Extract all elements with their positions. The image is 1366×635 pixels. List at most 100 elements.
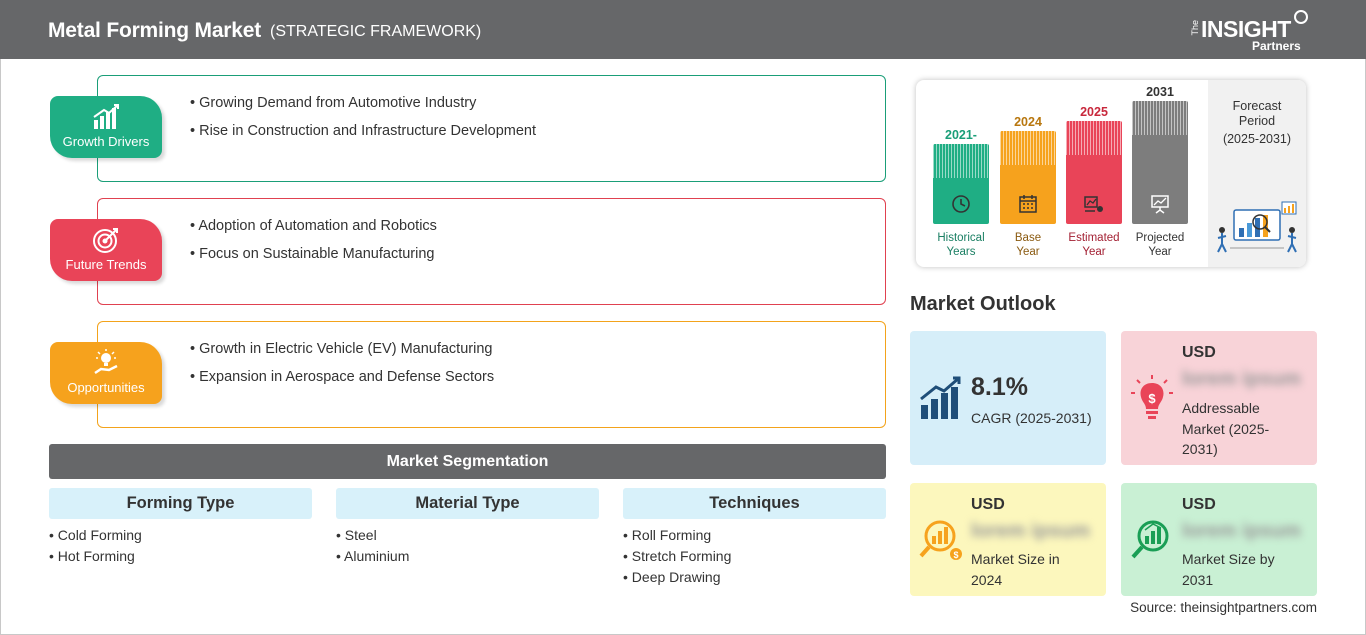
bar-stripes (1000, 131, 1056, 165)
forecast-title: Forecast Period (1208, 99, 1306, 129)
list-item: Expansion in Aerospace and Defense Secto… (190, 369, 494, 385)
list-item: Rise in Construction and Infrastructure … (190, 123, 536, 139)
lightbulb-hand-icon (94, 349, 118, 375)
growth-drivers-card: Growing Demand from Automotive Industry … (97, 75, 886, 182)
header-bar: Metal Forming Market (STRATEGIC FRAMEWOR… (0, 0, 1366, 59)
calendar-icon (1019, 195, 1037, 213)
timeline-historical: 2021-2023 Historical Years (933, 80, 989, 267)
desc-line: Market Size in (971, 551, 1060, 567)
timeline-estimated: 2025 Estimated Year (1066, 80, 1122, 267)
badge-label: Growth Drivers (62, 134, 150, 149)
list-item: Adoption of Automation and Robotics (190, 218, 437, 234)
page-subtitle: (STRATEGIC FRAMEWORK) (270, 23, 482, 40)
badge-label: Opportunities (67, 380, 145, 395)
label-line: Year (1148, 246, 1172, 258)
label-line: Years (946, 246, 976, 258)
bar-stripes (1066, 121, 1122, 155)
estimate-chart-icon (1084, 196, 1103, 212)
growth-drivers-badge: Growth Drivers (50, 96, 162, 158)
growth-chart-icon (93, 104, 119, 129)
timeline-panel: 2021-2023 Historical Years 2024 Base Yea… (916, 80, 1306, 267)
insight-partners-logo: The INSIGHT Partners (1190, 10, 1310, 54)
label-line: Year (1082, 246, 1106, 258)
logo-partners: Partners (1252, 39, 1301, 53)
segmentation-title: Market Segmentation (49, 444, 886, 479)
lightbulb-dollar-icon: $ (1131, 375, 1173, 419)
desc-line: Addressable (1182, 400, 1260, 416)
segment-list: Roll Forming Stretch Forming Deep Drawin… (623, 525, 886, 588)
opportunities-card: Growth in Electric Vehicle (EV) Manufact… (97, 321, 886, 428)
cagr-label: CAGR (2025-2031) (971, 410, 1092, 426)
timeline-year: 2024 (1014, 115, 1042, 129)
timeline-bar (933, 144, 989, 224)
future-trends-badge: Future Trends (50, 219, 162, 281)
list-item: Growth in Electric Vehicle (EV) Manufact… (190, 341, 494, 357)
svg-text:$: $ (1148, 391, 1156, 406)
currency-label: USD (971, 496, 1005, 513)
list-item: Growing Demand from Automotive Industry (190, 95, 536, 111)
timeline-label: Projected Year (1125, 231, 1195, 259)
growth-chart-icon (920, 376, 961, 419)
timeline-label: Estimated Year (1059, 231, 1129, 259)
presentation-board-icon (1151, 195, 1169, 214)
segment-list: Cold Forming Hot Forming (49, 525, 312, 567)
bar-stripes (1132, 101, 1188, 135)
timeline-year: 2031 (1146, 85, 1174, 99)
market-size-2031-box: USD lorem ipsum Market Size by 2031 (1121, 483, 1317, 596)
cagr-value: 8.1% (971, 373, 1028, 401)
source-note: Source: theinsightpartners.com (1130, 600, 1317, 615)
blurred-value: lorem ipsum (971, 520, 1090, 542)
timeline-label: Base Year (993, 231, 1063, 259)
desc-line: Market Size by (1182, 551, 1275, 567)
list-item: Cold Forming (49, 525, 312, 546)
label-line: Projected (1135, 232, 1185, 244)
segment-forming-type: Forming Type Cold Forming Hot Forming (49, 488, 312, 567)
logo-insight: INSIGHT (1201, 16, 1291, 42)
logo-the: The (1190, 20, 1200, 36)
timeline-label: Historical Years (926, 231, 996, 259)
forecast-title-text: Forecast Period (1232, 99, 1282, 128)
opportunities-badge: Opportunities (50, 342, 162, 404)
currency-label: USD (1182, 496, 1216, 513)
market-outlook-title: Market Outlook (910, 293, 1056, 315)
desc-line: 2031 (1182, 571, 1214, 588)
desc-line: Market (2025- (1182, 420, 1270, 437)
logo-ring-icon (1294, 10, 1308, 24)
list-item: Steel (336, 525, 599, 546)
market-size-2024-desc: Market Size in 2024 (971, 549, 1060, 590)
timeline-projected: 2031 Projected Year (1132, 80, 1188, 267)
forecast-range: (2025-2031) (1222, 132, 1292, 146)
segment-heading: Techniques (623, 488, 886, 519)
label-line: Year (1016, 246, 1040, 258)
forecast-period-panel: Forecast Period (2025-2031) (1208, 80, 1306, 267)
analytics-people-icon (1217, 201, 1297, 253)
currency-label: USD (1182, 344, 1216, 361)
desc-line: 2031) (1182, 441, 1218, 457)
market-size-2031-desc: Market Size by 2031 (1182, 549, 1275, 590)
timeline-bar (1000, 131, 1056, 224)
magnifier-chart-icon: $ (919, 520, 962, 560)
timeline-bar (1066, 121, 1122, 224)
list-item: Hot Forming (49, 546, 312, 567)
magnifier-chart-icon (1131, 520, 1169, 559)
svg-text:$: $ (953, 550, 958, 560)
timeline-base: 2024 Base Year (1000, 80, 1056, 267)
page-title: Metal Forming Market (48, 19, 262, 42)
segment-list: Steel Aluminium (336, 525, 599, 567)
bar-stripes (933, 144, 989, 178)
market-size-2024-box: $ USD lorem ipsum Market Size in 2024 (910, 483, 1106, 596)
list-item: Deep Drawing (623, 567, 886, 588)
segment-heading: Material Type (336, 488, 599, 519)
label-line: Historical (937, 232, 985, 244)
label-line: Estimated (1068, 232, 1120, 244)
blurred-value: lorem ipsum (1182, 520, 1301, 542)
addressable-market-box: $ USD lorem ipsum Addressable Market (20… (1121, 331, 1317, 465)
addressable-market-desc: Addressable Market (2025- 2031) (1182, 398, 1269, 460)
future-trends-card: Adoption of Automation and Robotics Focu… (97, 198, 886, 305)
target-icon (93, 228, 118, 253)
cagr-box: 8.1% CAGR (2025-2031) (910, 331, 1106, 465)
blurred-value: lorem ipsum (1182, 368, 1301, 390)
segment-techniques: Techniques Roll Forming Stretch Forming … (623, 488, 886, 588)
segment-material-type: Material Type Steel Aluminium (336, 488, 599, 567)
future-trends-list: Adoption of Automation and Robotics Focu… (190, 218, 437, 274)
